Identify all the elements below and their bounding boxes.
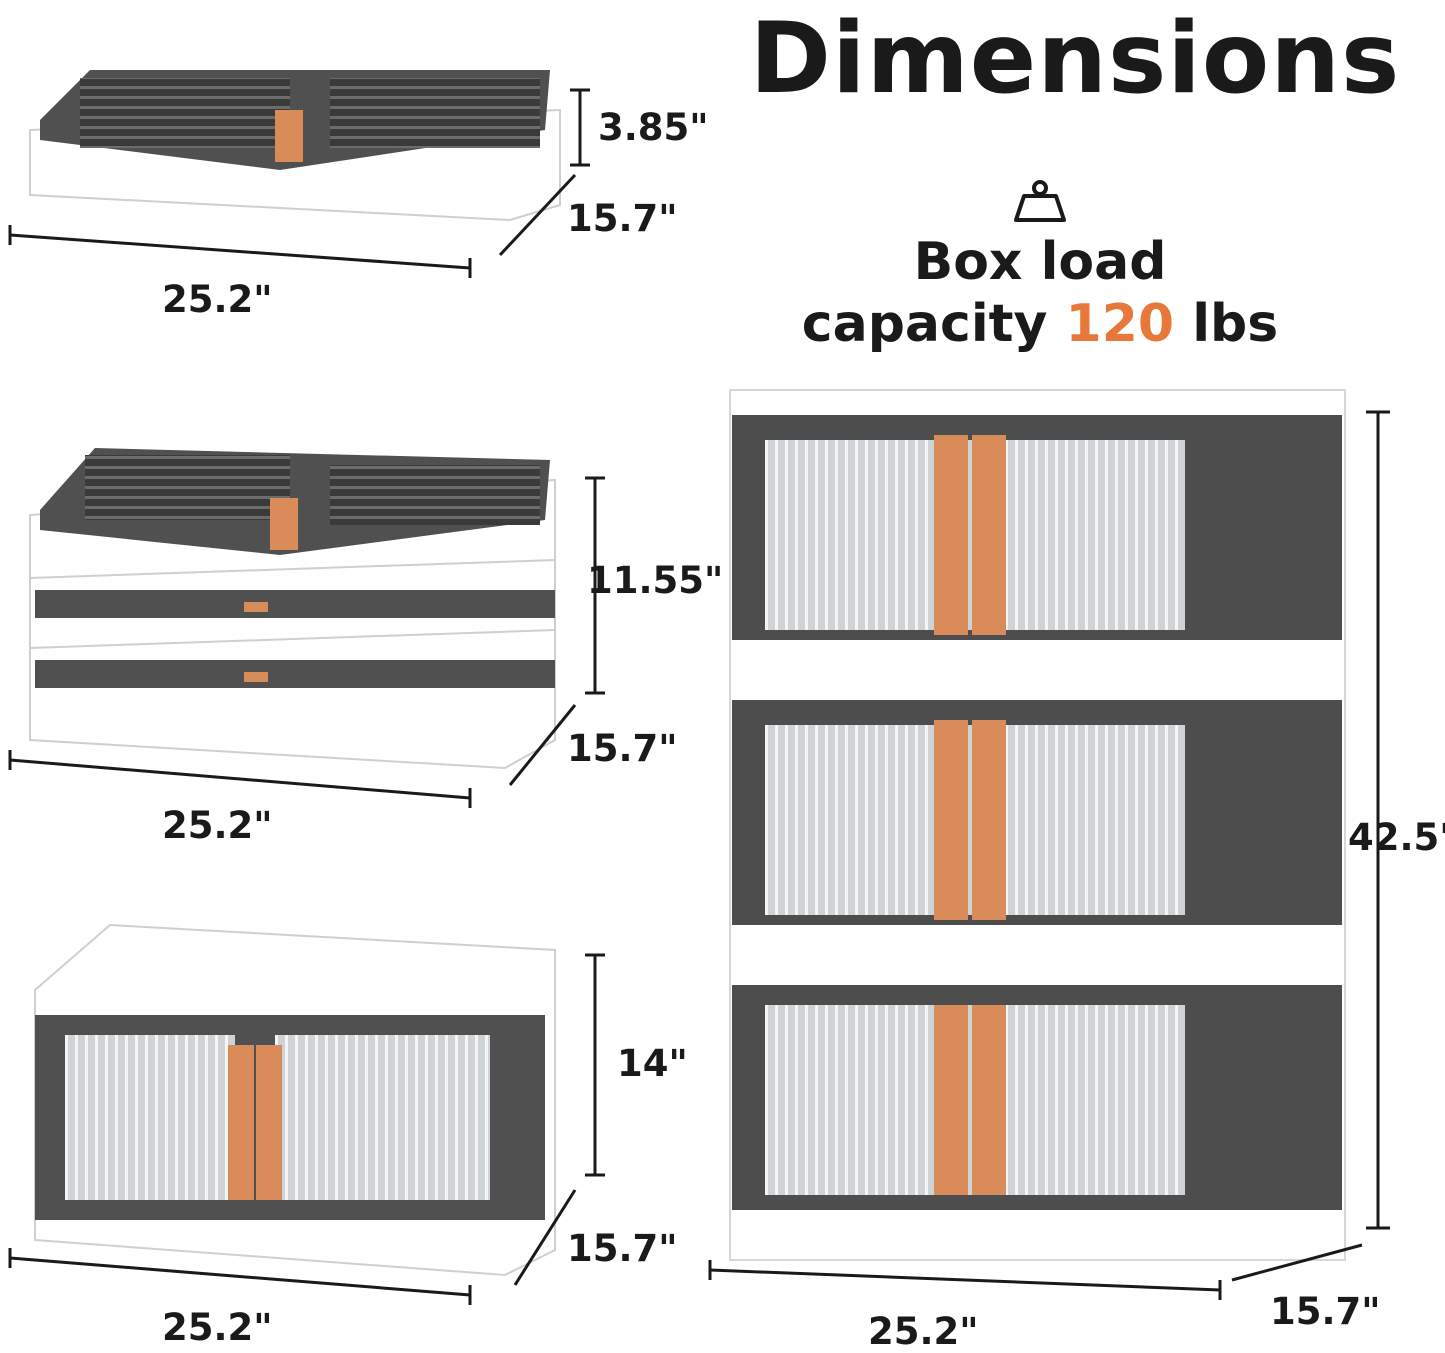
stack-box-top bbox=[732, 415, 1342, 640]
page-title: Dimensions bbox=[749, 2, 1401, 116]
load-capacity: Box load capacity 120 lbs bbox=[780, 180, 1300, 356]
stack-depth-label: 15.7" bbox=[1270, 1290, 1381, 1333]
load-line-1: Box load bbox=[913, 232, 1167, 292]
folded-height-label: 3.85" bbox=[598, 106, 709, 149]
load-line-2: capacity 120 lbs bbox=[780, 292, 1300, 356]
three-folded-height-label: 11.55" bbox=[587, 559, 724, 602]
folded-width-label: 25.2" bbox=[162, 278, 273, 321]
stack-width-label: 25.2" bbox=[868, 1310, 979, 1353]
weight-icon bbox=[1014, 180, 1066, 222]
three-folded-width-label: 25.2" bbox=[162, 804, 273, 847]
single-height-label: 14" bbox=[617, 1042, 688, 1085]
folded-depth-label: 15.7" bbox=[567, 197, 678, 240]
three-folded-depth-label: 15.7" bbox=[567, 727, 678, 770]
load-value: 120 bbox=[1065, 294, 1175, 354]
stack-box-middle bbox=[732, 700, 1342, 925]
load-unit: lbs bbox=[1192, 294, 1279, 354]
load-prefix: capacity bbox=[801, 294, 1048, 354]
stack-height-label: 42.5" bbox=[1348, 816, 1445, 859]
folded-box-image bbox=[29, 70, 561, 222]
stacked-boxes-image bbox=[729, 389, 1346, 1261]
three-folded-boxes-image bbox=[29, 448, 556, 770]
stack-box-bottom bbox=[732, 985, 1342, 1210]
single-box-image bbox=[34, 923, 556, 1277]
single-depth-label: 15.7" bbox=[567, 1227, 678, 1270]
single-width-label: 25.2" bbox=[162, 1306, 273, 1349]
dimension-lines bbox=[8, 88, 1390, 1305]
